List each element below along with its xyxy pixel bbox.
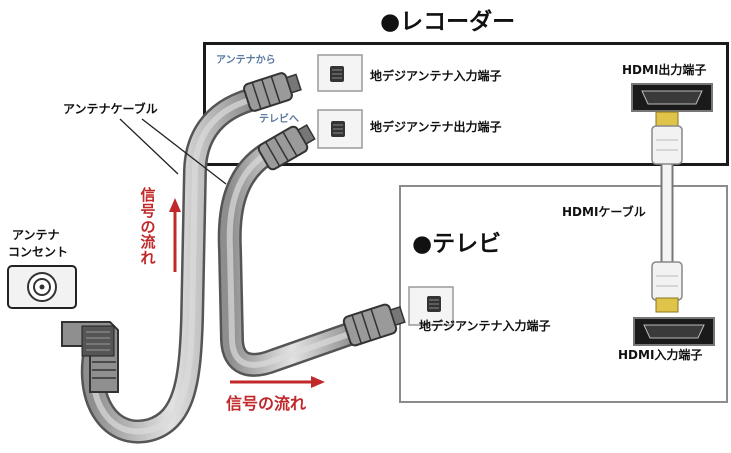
- leader-line-2: [141, 118, 227, 185]
- hdmi-cable-label: HDMIケーブル: [562, 205, 646, 219]
- leader-line-1: [119, 118, 179, 175]
- recorder-title: ●レコーダー: [380, 9, 516, 35]
- tv-hdmi-in-label: HDMI入力端子: [618, 348, 703, 362]
- recorder-antenna-in-socket: [317, 54, 363, 92]
- recorder-hdmi-out-port: [631, 83, 713, 112]
- antenna-outlet-label-line2: コンセント: [8, 245, 69, 259]
- recorder-hdmi-out-label: HDMI出力端子: [622, 63, 707, 77]
- plug-recorder-in: [243, 72, 302, 112]
- antenna-outlet: [7, 265, 77, 309]
- antenna-cable-to-recorder: [80, 88, 262, 444]
- wall-plug: [61, 321, 119, 393]
- recorder-digital-out-label: 地デジアンテナ出力端子: [370, 120, 502, 134]
- signal-flow-char: 信: [140, 186, 156, 204]
- from-antenna-label: アンテナから: [216, 55, 276, 66]
- antenna-outlet-label-line1: アンテナ: [12, 228, 60, 242]
- tv-title: ●テレビ: [412, 231, 502, 257]
- antenna-cable-to-tv: [217, 143, 367, 377]
- tv-hdmi-in-port: [633, 317, 715, 346]
- signal-arrow-vertical: [169, 198, 181, 272]
- signal-flow-char: の: [140, 217, 156, 236]
- antenna-cable-label: アンテナケーブル: [63, 102, 158, 116]
- plug-recorder-out: [257, 124, 316, 171]
- hdmi-cable: [651, 111, 683, 313]
- signal-arrow-horizontal: [230, 376, 325, 388]
- signal-flow-vertical-label: 信 号 の 流 れ: [139, 186, 157, 267]
- signal-flow-horizontal-label: 信号の流れ: [226, 394, 307, 413]
- recorder-digital-in-label: 地デジアンテナ入力端子: [370, 69, 502, 83]
- signal-flow-char: れ: [140, 249, 156, 267]
- signal-flow-char: 流: [140, 233, 156, 252]
- plug-tv-in: [342, 303, 406, 347]
- tv-digital-in-label: 地デジアンテナ入力端子: [419, 319, 551, 333]
- tv-antenna-in-socket: [408, 286, 454, 326]
- recorder-antenna-out-socket: [317, 109, 363, 149]
- to-tv-label: テレビへ: [259, 114, 299, 125]
- signal-flow-char: 号: [140, 201, 156, 220]
